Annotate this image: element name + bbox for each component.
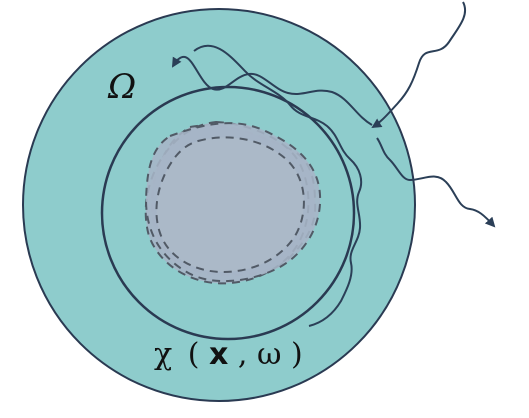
field-label-omega: ω <box>257 337 281 372</box>
internal-scattered-wave <box>193 44 363 327</box>
transmitted-wave-path <box>376 137 496 228</box>
field-label-chi: χ <box>154 337 172 372</box>
scatterer-shape-4 <box>155 136 305 274</box>
field-label-x: x <box>209 337 228 372</box>
field-label: χ ( x , ω ) <box>154 337 303 372</box>
field-label-close-paren: ) <box>291 337 303 372</box>
scatterer-cluster <box>144 120 322 285</box>
incident-wave-path <box>371 1 467 129</box>
field-label-comma: , <box>238 337 248 372</box>
domain-label: Ω <box>107 67 136 107</box>
field-label-open-paren: ( <box>188 337 200 372</box>
